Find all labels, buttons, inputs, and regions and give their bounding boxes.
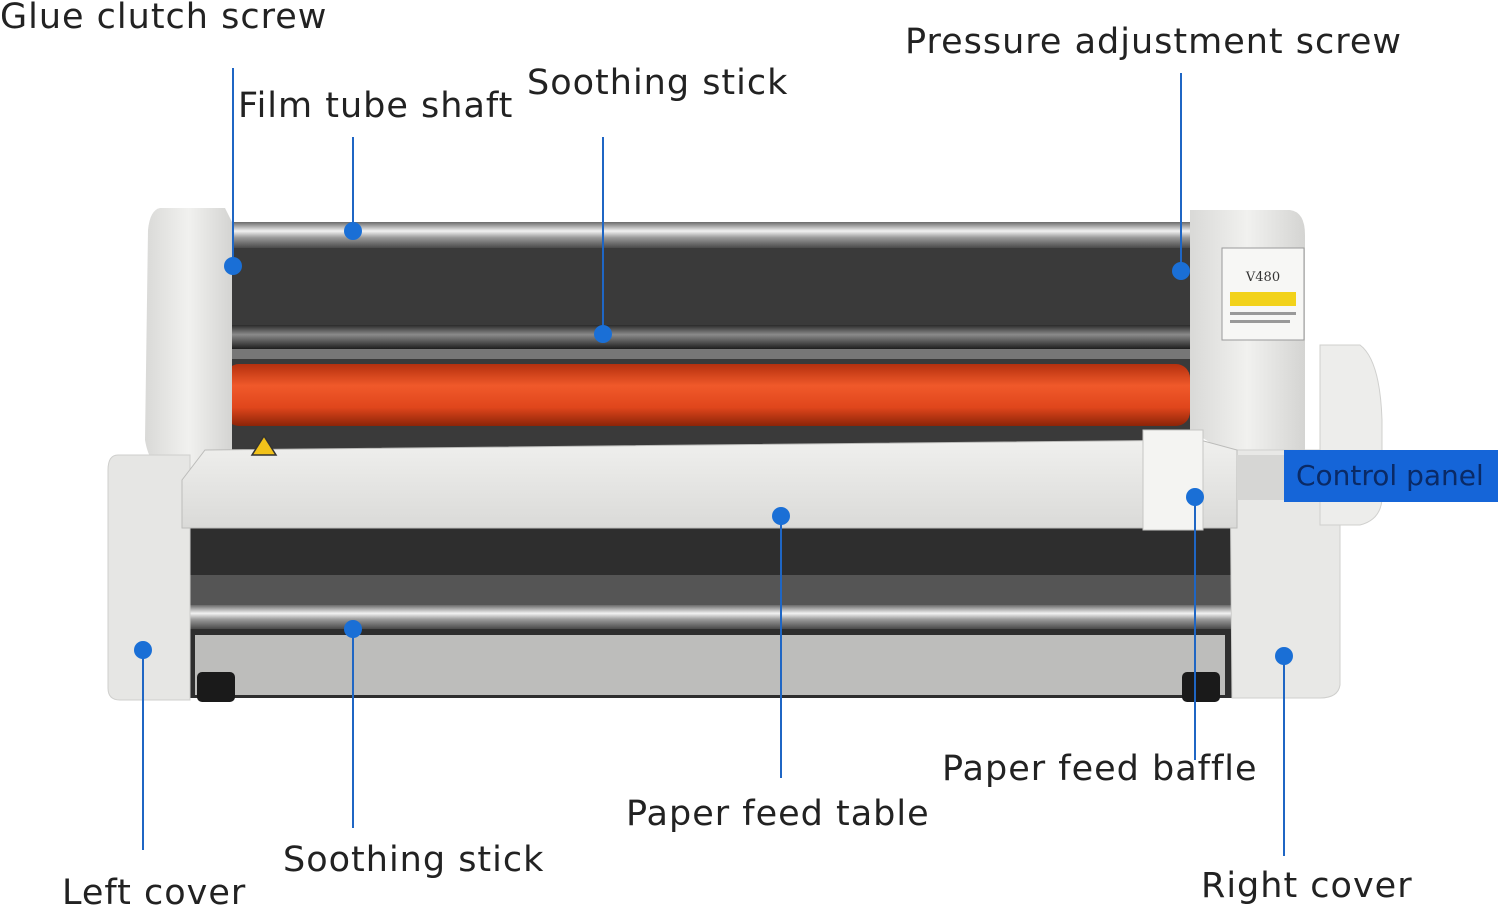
model-text: V480: [1245, 270, 1280, 285]
label-film-tube-shaft: Film tube shaft: [238, 86, 514, 126]
spec-plate-warning-strip: [1230, 292, 1296, 306]
right-foot: [1182, 672, 1220, 702]
dot-soothing-stick-top: [594, 325, 612, 343]
label-pressure-adjustment-screw: Pressure adjustment screw: [905, 22, 1403, 62]
upper-soothing-stick: [220, 325, 1195, 349]
leader-lines: [142, 68, 1285, 856]
paper-feed-table: [181, 439, 1238, 529]
left-upper-housing: [145, 208, 232, 470]
left-cover-panel: [107, 454, 191, 701]
warning-triangle-icon: [250, 434, 278, 456]
label-paper-feed-table: Paper feed table: [626, 794, 930, 834]
dot-soothing-stick-bottom: [344, 620, 362, 638]
dot-paper-feed-table: [772, 507, 790, 525]
dot-pressure-adjustment-screw: [1172, 262, 1190, 280]
paper-feed-baffle: [1142, 429, 1204, 531]
dot-paper-feed-baffle: [1186, 488, 1204, 506]
label-glue-clutch-screw: Glue clutch screw: [0, 0, 328, 37]
dot-film-tube-shaft: [344, 222, 362, 240]
heating-roller: [225, 364, 1190, 426]
dot-right-cover: [1275, 647, 1293, 665]
label-left-cover: Left cover: [62, 873, 247, 913]
label-right-cover: Right cover: [1201, 866, 1413, 906]
marker-dots: [134, 222, 1293, 665]
control-panel-callout: [1284, 450, 1498, 502]
label-soothing-stick-bottom: Soothing stick: [283, 840, 545, 880]
label-paper-feed-baffle: Paper feed baffle: [942, 749, 1258, 789]
label-soothing-stick-top: Soothing stick: [527, 63, 789, 103]
dot-left-cover: [134, 641, 152, 659]
label-control-panel: Control panel: [1296, 459, 1484, 492]
film-tube-shaft: [220, 222, 1195, 248]
upper-rod-shadow: [220, 349, 1195, 359]
lower-plate: [185, 575, 1235, 605]
dot-glue-clutch-screw: [224, 257, 242, 275]
lower-soothing-stick: [185, 605, 1235, 629]
left-foot: [197, 672, 235, 702]
base-tray: [195, 635, 1225, 695]
